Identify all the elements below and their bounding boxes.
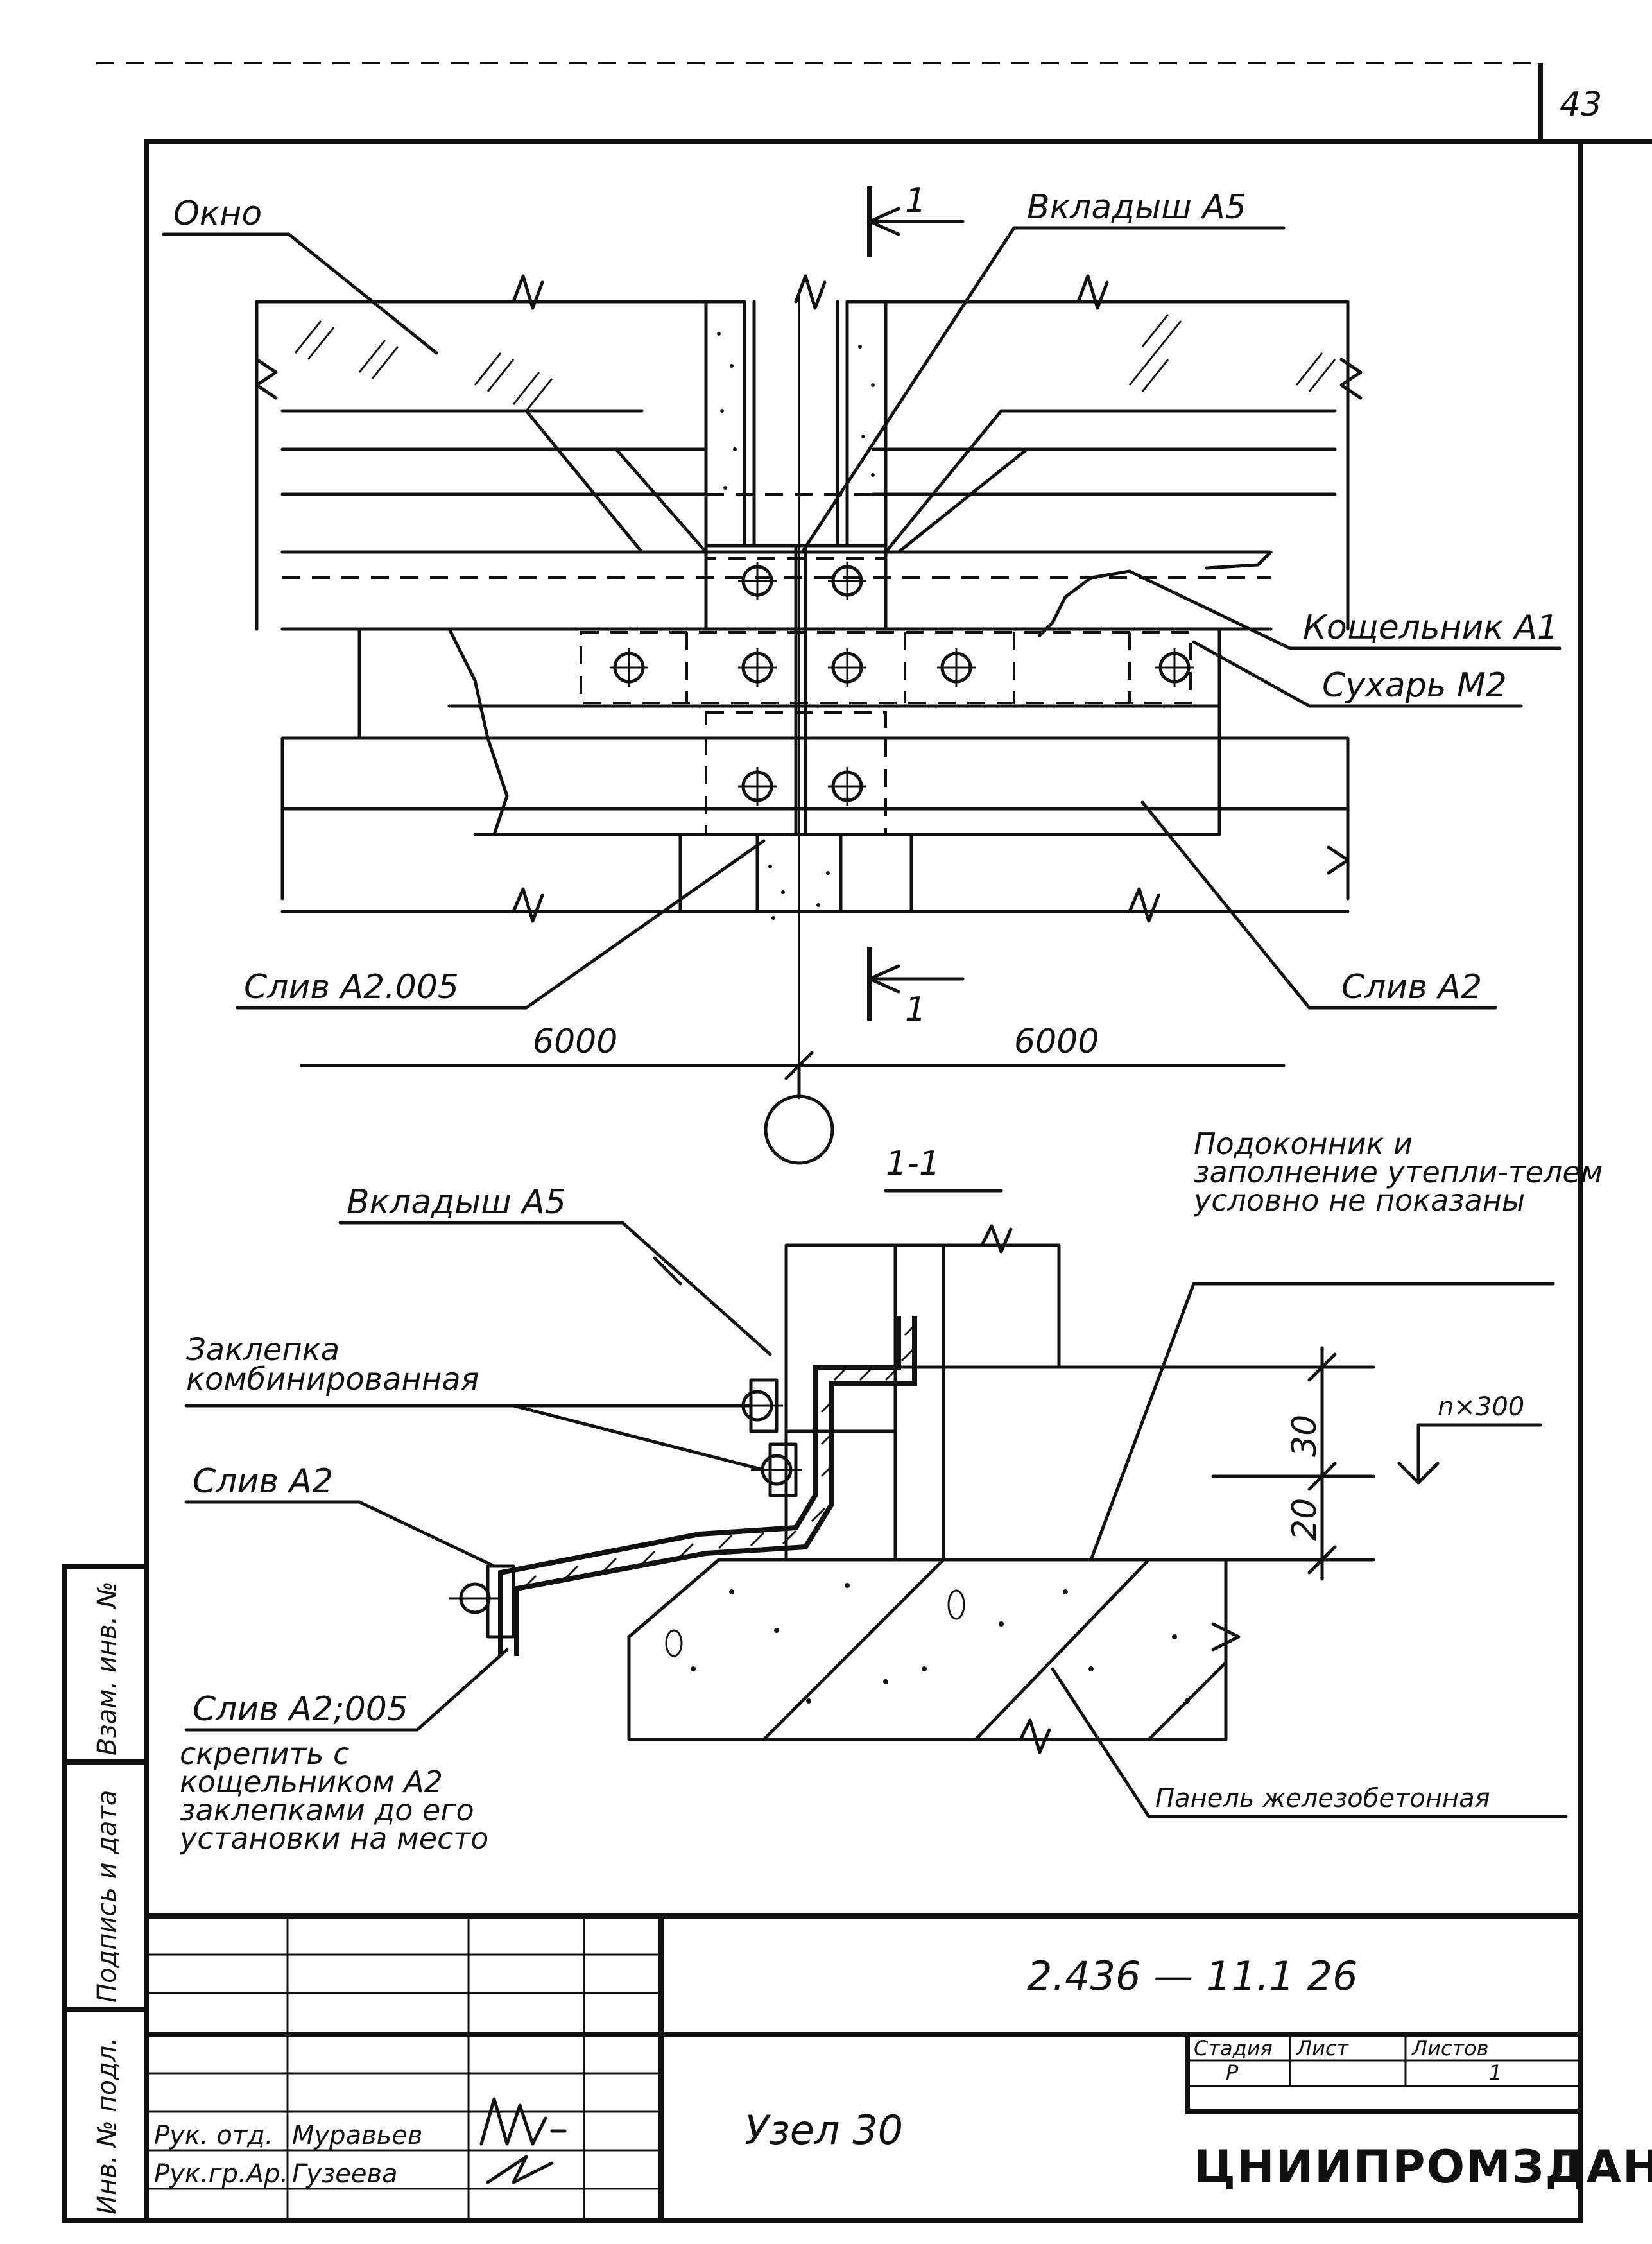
label-cracker: Сухарь М2 xyxy=(1322,666,1507,705)
stamp-inv-no: Инв. № подл. xyxy=(92,2037,122,2214)
stamp-sign-date: Подпись и дата xyxy=(92,1790,122,2003)
role-row-2: Рук.гр.Ар. xyxy=(154,2159,288,2189)
note-sill: Подоконник и заполнение утепли-телем усл… xyxy=(1194,1130,1603,1215)
drain-profile xyxy=(498,1316,901,1656)
label-drain-005-top: Слив А2.005 xyxy=(244,968,459,1006)
signature-1 xyxy=(479,2097,567,2146)
bolt-circles xyxy=(610,562,1194,806)
label-bracket: Кощельник А1 xyxy=(1303,608,1558,647)
drawing-name: Узел 30 xyxy=(744,2107,903,2153)
label-rivet: Заклепка комбинированная xyxy=(186,1335,479,1395)
drawing-frame xyxy=(144,139,1583,2223)
organization: ЦНИИПРОМЗДАНИЙ xyxy=(1194,2141,1652,2193)
dim-step: n×300 xyxy=(1438,1392,1524,1422)
name-row-2: Гузеева xyxy=(292,2159,398,2189)
role-row-1: Рук. отд. xyxy=(154,2121,273,2150)
sheets-value: 1 xyxy=(1489,2060,1502,2085)
doc-code: 2.436 — 11.1 26 xyxy=(1027,1953,1358,1999)
stamp-replace-inv: Взам. инв. № xyxy=(92,1581,122,1756)
dim-right: 6000 xyxy=(1014,1023,1099,1061)
signature-2 xyxy=(486,2155,554,2184)
stage-header: Стадия xyxy=(1194,2036,1273,2060)
stage-value: Р xyxy=(1226,2060,1239,2085)
sheet-header: Лист xyxy=(1296,2036,1349,2060)
label-window: Окно xyxy=(173,194,262,233)
label-insert-top: Вкладыш А5 xyxy=(1027,188,1246,227)
page-number: 43 xyxy=(1560,85,1602,124)
section-title: 1-1 xyxy=(886,1144,940,1183)
side-stamp: Взам. инв. № Подпись и дата Инв. № подл. xyxy=(62,1564,149,2223)
axis-bubble xyxy=(764,1094,834,1165)
name-row-1: Муравьев xyxy=(292,2121,422,2150)
section-view: 1-1 xyxy=(180,1130,1603,1853)
section-mark-bottom: 1 xyxy=(905,990,926,1029)
section-mark-top: 1 xyxy=(905,182,926,220)
sheets-header: Листов xyxy=(1411,2036,1489,2060)
label-drain-right: Слив А2 xyxy=(1341,968,1482,1006)
dim-30: 30 xyxy=(1286,1415,1324,1457)
title-block: 2.436 — 11.1 26 Узел 30 Рук. отд. Муравь… xyxy=(146,1913,1652,2221)
label-drain-005-bottom: Слив А2;005 xyxy=(193,1690,408,1729)
plan-view: 1 1 6000 6000 Окно Вкладыш А5 Кощельник … xyxy=(162,182,1562,1165)
label-insert-section: Вкладыш А5 xyxy=(347,1183,566,1221)
label-drain-section: Слив А2 xyxy=(193,1462,333,1501)
label-panel: Панель железобетонная xyxy=(1155,1784,1490,1813)
dim-20: 20 xyxy=(1286,1498,1324,1541)
concrete-panel xyxy=(627,1558,1228,1741)
dim-left: 6000 xyxy=(533,1023,617,1061)
note-fix: скрепить с кощельником А2 заклепками до … xyxy=(180,1739,488,1853)
